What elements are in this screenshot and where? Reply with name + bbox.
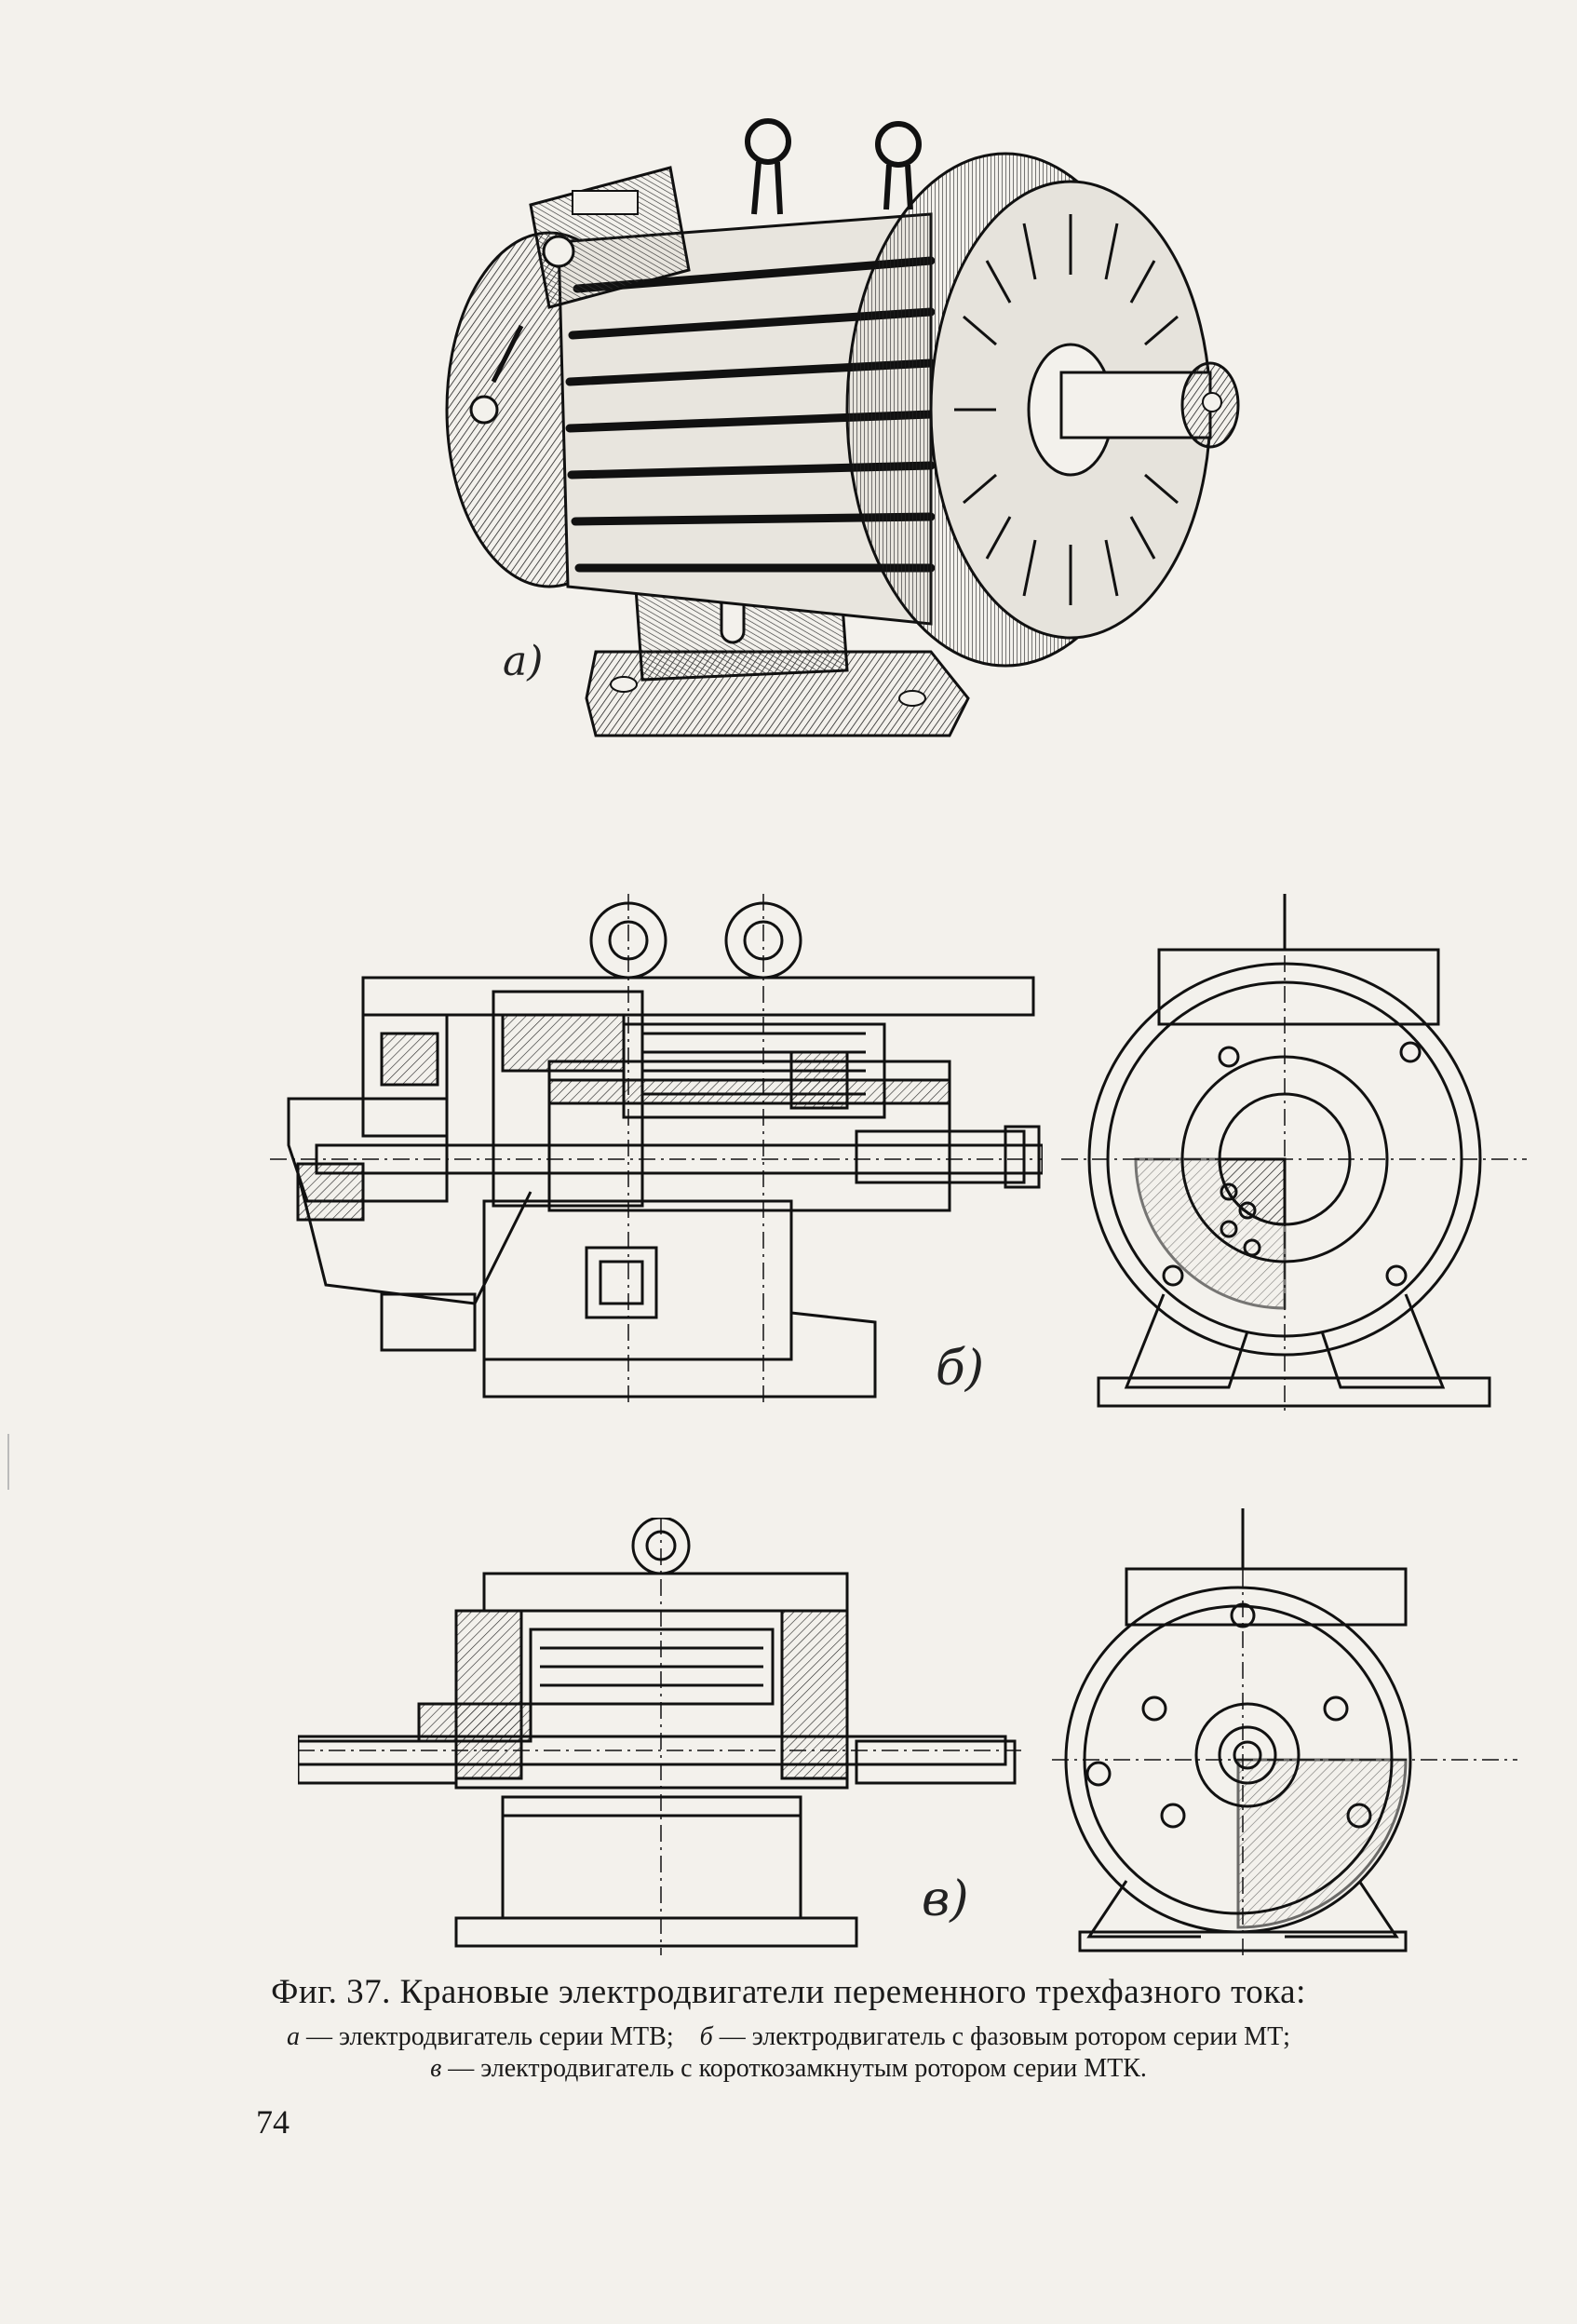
figure-v-end-view xyxy=(1052,1508,1517,1955)
figure-caption-title: Фиг. 37. Крановые электродвигатели перем… xyxy=(271,1973,1306,2011)
figure-caption-line-2: в — электродвигатель с короткозамкнутым … xyxy=(0,2054,1577,2084)
figure-b-side-section xyxy=(270,894,1043,1415)
page-number: 74 xyxy=(256,2103,290,2141)
caption-text-b: — электродвигатель с фазовым ротором сер… xyxy=(719,2022,1290,2051)
figure-a-label: а) xyxy=(503,638,544,685)
figure-a-motor-perspective xyxy=(410,102,1285,763)
figure-b-label: б) xyxy=(936,1341,985,1397)
caption-text-v: — электродвигатель с короткозамкнутым ро… xyxy=(448,2054,1147,2083)
figure-v-side-section xyxy=(298,1518,1024,1955)
caption-text-a: — электродвигатель серии МТВ; xyxy=(306,2022,674,2051)
figure-caption-line-1: а — электродвигатель серии МТВ; б — элек… xyxy=(0,2022,1577,2052)
caption-mark-b: б xyxy=(699,2022,713,2051)
caption-mark-a: а xyxy=(287,2022,301,2051)
caption-mark-v: в xyxy=(430,2054,442,2083)
figure-b-end-view xyxy=(1061,894,1527,1415)
figure-v-label: в) xyxy=(922,1871,969,1927)
scan-edge-mark xyxy=(7,1434,9,1490)
